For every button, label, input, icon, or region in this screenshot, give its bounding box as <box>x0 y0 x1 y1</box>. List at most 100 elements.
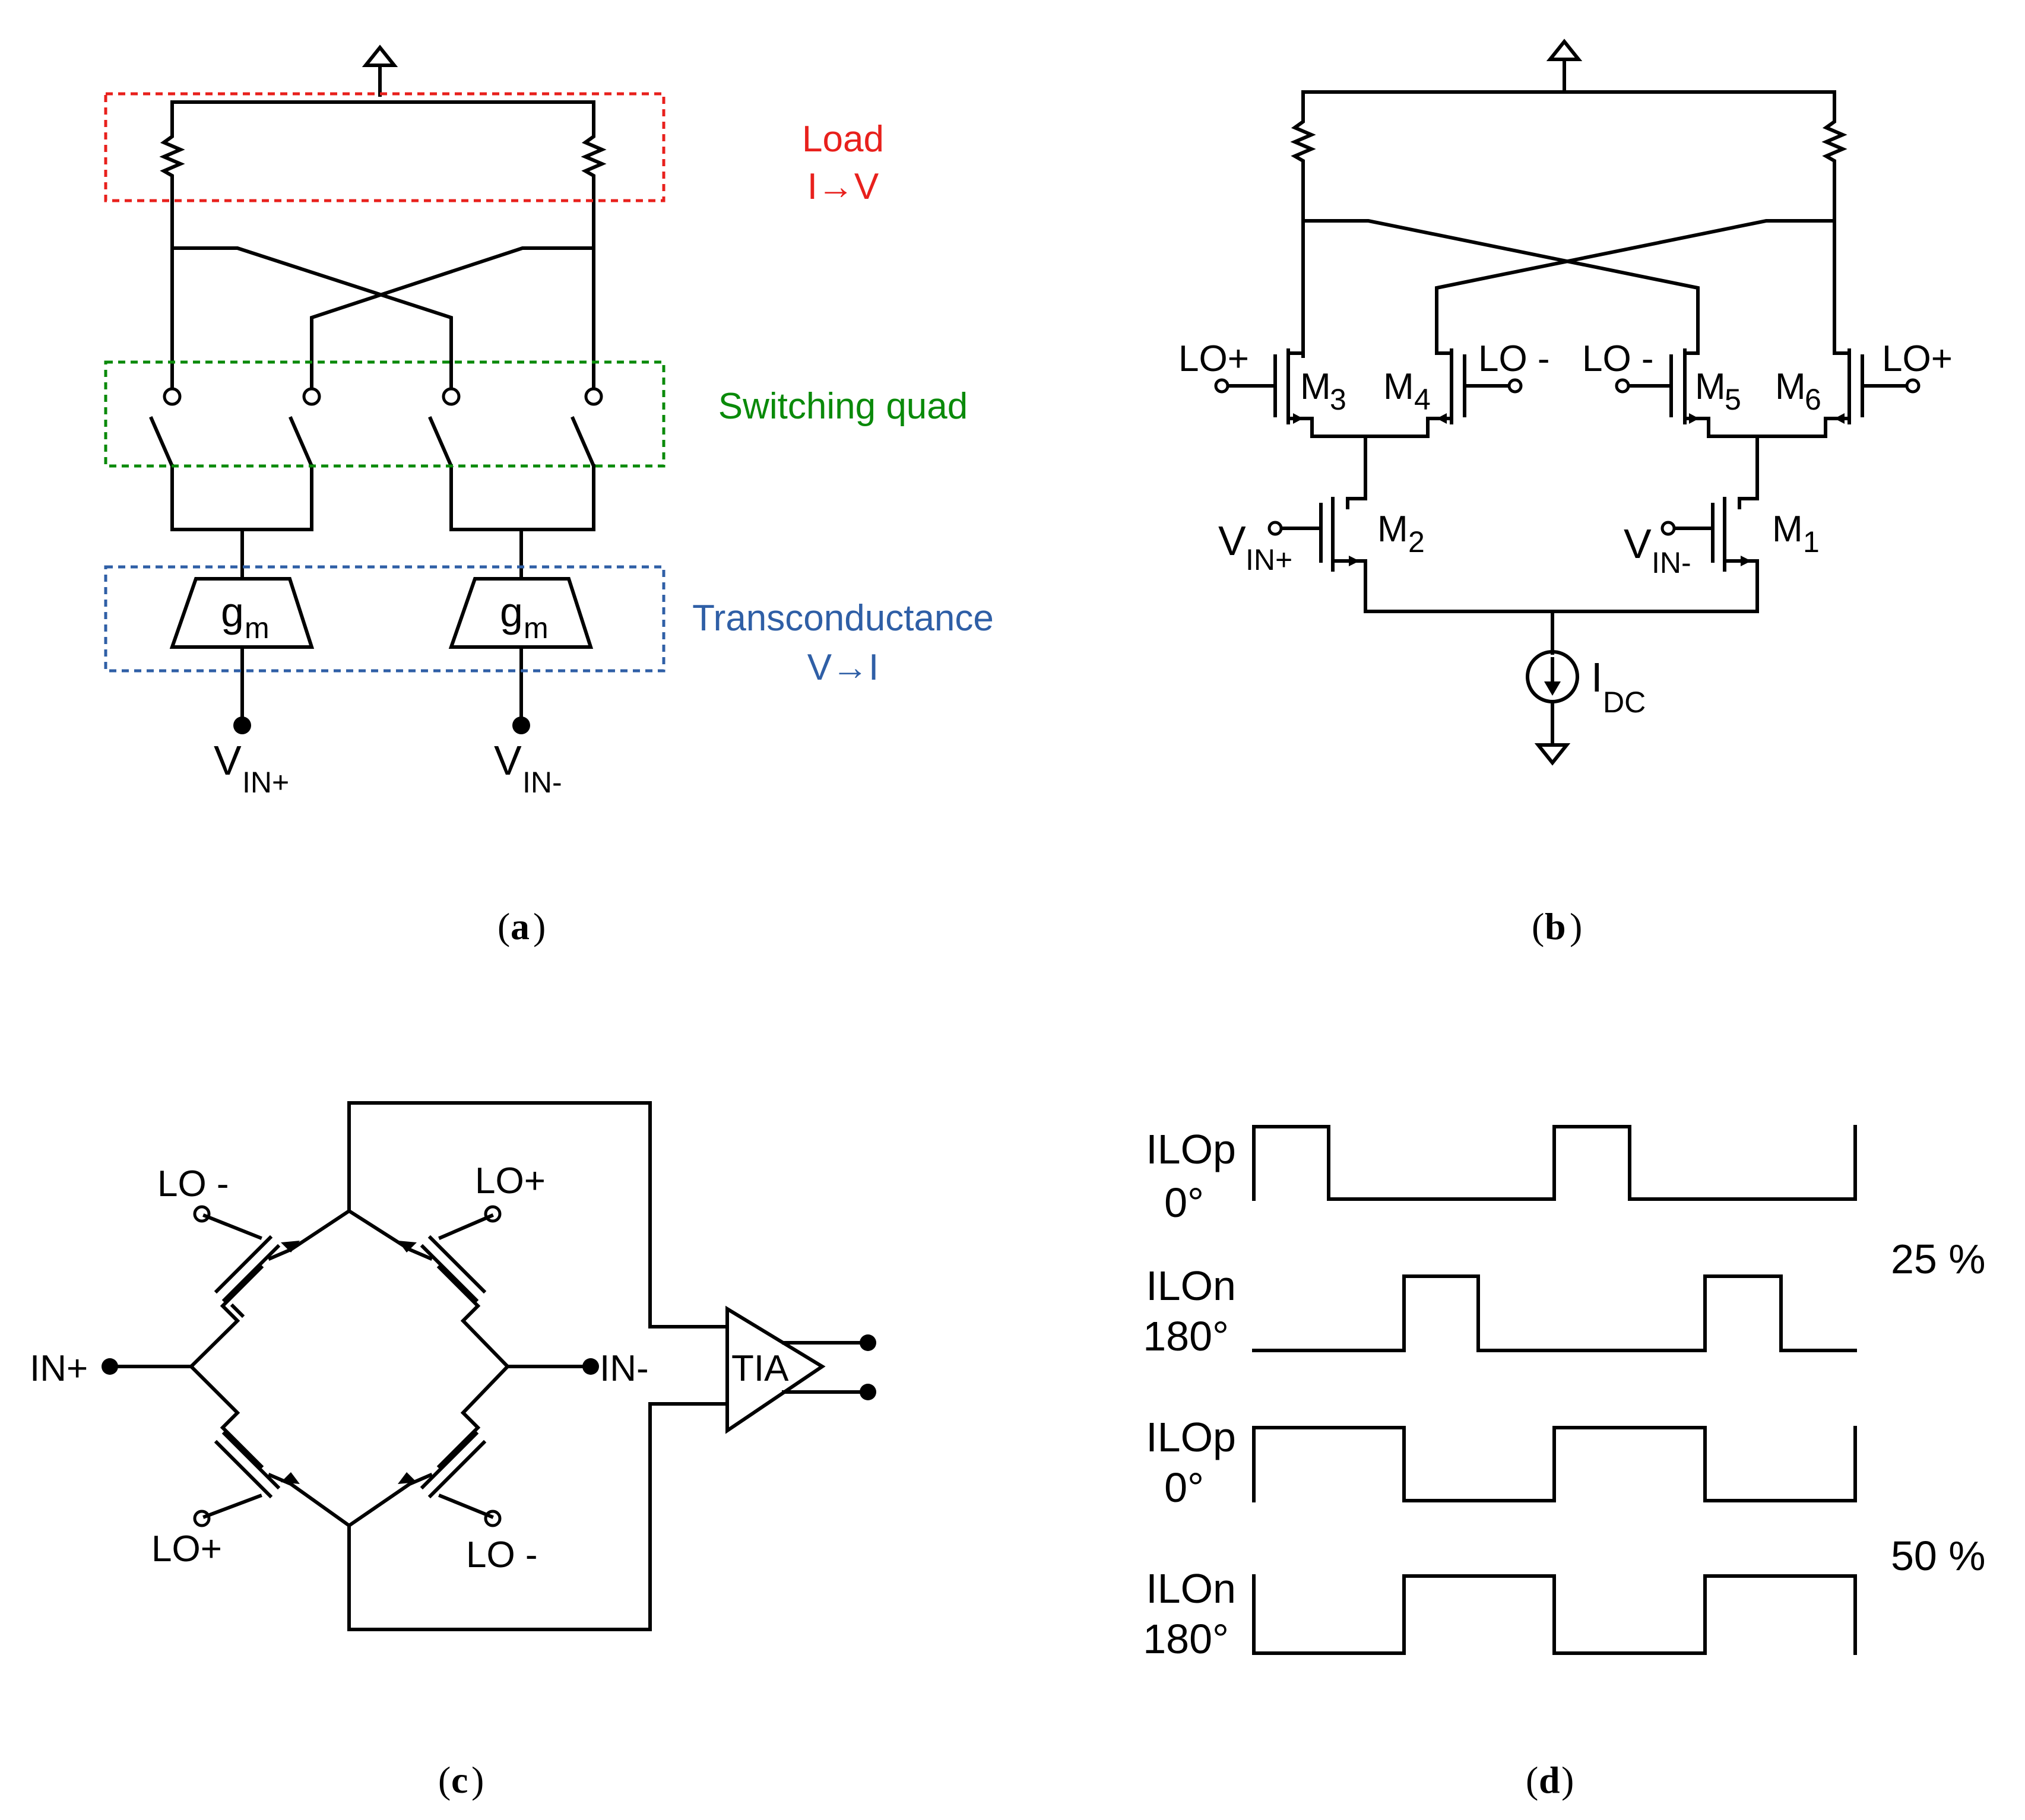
load-resistor-left <box>159 100 185 201</box>
lo-gate-wire <box>202 1213 262 1240</box>
trans-label: Transconductance <box>692 598 994 639</box>
duty-50-label: 50 % <box>1891 1533 1986 1579</box>
switch-channel <box>214 1439 273 1499</box>
vin-neg-label: V <box>1624 521 1652 567</box>
vin-terminal <box>1267 521 1283 536</box>
switch-terminal <box>163 387 182 406</box>
switch-terminal <box>302 387 321 406</box>
caption-paren: ) <box>471 1759 484 1801</box>
m6-label: M <box>1775 366 1806 407</box>
gm-amp-right <box>448 577 594 649</box>
switch-pair-left <box>170 464 313 531</box>
vin-neg-node <box>512 716 530 734</box>
cross-wire-2 <box>310 246 595 388</box>
wave-label: ILOn <box>1146 1565 1236 1612</box>
load-label: Load <box>802 119 884 160</box>
ring-wire <box>436 1264 511 1369</box>
m1-arrow-icon <box>1741 556 1751 566</box>
ring-wire <box>268 1208 352 1261</box>
lo-minus-label: LO - <box>1478 338 1550 379</box>
switch-channel <box>427 1439 487 1499</box>
caption-b: b <box>1545 905 1566 947</box>
switch-box <box>104 360 666 468</box>
m6-sub: 6 <box>1805 383 1821 416</box>
vin-neg-sub: IN- <box>1652 546 1691 579</box>
load-box <box>104 92 666 202</box>
switch-terminal <box>442 387 461 406</box>
vin-neg-label: V <box>494 737 522 784</box>
gm-label-sub: m <box>245 611 270 645</box>
m3-source <box>1286 417 1314 438</box>
gm-label: g <box>500 589 523 635</box>
m4-label: M <box>1383 366 1414 407</box>
switch-channel <box>221 1244 281 1303</box>
switch-channel <box>420 1244 479 1303</box>
tia-label: TIA <box>731 1348 789 1389</box>
in-minus-label: IN- <box>600 1348 649 1389</box>
lo-minus-label: LO - <box>1582 338 1654 379</box>
m4-arrow-icon <box>1437 413 1447 424</box>
wave-ilon-25 <box>1252 1274 1857 1352</box>
lo-terminal <box>193 1510 211 1527</box>
ring-wire <box>188 1264 264 1369</box>
wave-ilop-50 <box>1252 1426 1857 1502</box>
lo-gate-wire <box>202 1494 262 1519</box>
m3-label: M <box>1300 366 1331 407</box>
wave-ilop-25 <box>1252 1125 1857 1201</box>
vin-pos-label: V <box>1218 518 1246 564</box>
gm-amp-left <box>169 577 315 649</box>
vin-pos-label: V <box>214 737 242 784</box>
m5-sub: 5 <box>1725 383 1741 416</box>
panel-d: ILOp 0° ILOn 180° ILOp 0° ILOn 180° 25 %… <box>1143 1125 1986 1801</box>
load-resistor-right <box>1821 90 1847 180</box>
m1-source <box>1723 559 1759 613</box>
switch-arrow-icon <box>281 1472 300 1484</box>
lo-gate-wire <box>438 1213 494 1240</box>
caption-d: d <box>1539 1759 1560 1801</box>
current-arrow-icon <box>1544 681 1561 696</box>
tia-out-node <box>860 1384 876 1400</box>
caption-paren: ) <box>533 905 546 947</box>
load-sub-label: I→V <box>807 166 879 207</box>
lo-terminal <box>1905 378 1921 394</box>
m2-arrow-icon <box>1349 556 1359 566</box>
vin-terminal <box>1660 521 1676 536</box>
trans-box <box>104 565 666 673</box>
panel-c: LO - LO+ LO+ LO - IN+ IN- TIA ( c ) <box>30 1101 876 1801</box>
switch-pair-right <box>449 464 595 531</box>
switch-channel <box>221 1431 281 1490</box>
cross-wire-2 <box>1435 219 1836 355</box>
gm-label-sub: m <box>524 611 549 645</box>
vin-pos-sub: IN+ <box>1246 543 1292 576</box>
m5-source <box>1683 417 1710 438</box>
m3-sub: 3 <box>1330 383 1346 416</box>
switch-blade <box>428 416 454 468</box>
ring-wire <box>436 1364 511 1469</box>
vin-neg-sub: IN- <box>522 766 562 799</box>
m4-sub: 4 <box>1414 383 1431 416</box>
caption-c: c <box>451 1759 468 1801</box>
switch-channel <box>214 1235 273 1294</box>
m2-label: M <box>1377 509 1408 550</box>
duty-25-label: 25 % <box>1891 1236 1986 1282</box>
wave-phase: 180° <box>1143 1313 1229 1359</box>
bottom-loop-wire <box>347 1402 729 1631</box>
m1-sub: 1 <box>1803 525 1820 559</box>
wave-label: ILOp <box>1146 1126 1236 1172</box>
wave-label: ILOp <box>1146 1414 1236 1460</box>
switch-arrow-icon <box>398 1241 417 1253</box>
lo-terminal <box>1214 378 1229 394</box>
wave-label: ILOn <box>1146 1263 1236 1309</box>
m2-sub: 2 <box>1408 525 1425 559</box>
switch-blade <box>571 416 596 468</box>
cross-wire-1 <box>1301 219 1700 355</box>
switch-channel <box>420 1431 479 1490</box>
lo-terminal <box>193 1205 211 1223</box>
m2-drain-wire <box>1346 435 1367 509</box>
m2-source <box>1331 559 1367 613</box>
switch-arrow-icon <box>281 1241 300 1253</box>
lo-plus-label: LO+ <box>1882 338 1953 379</box>
lo-plus-label: LO+ <box>1178 338 1249 379</box>
caption-a: a <box>511 905 530 947</box>
